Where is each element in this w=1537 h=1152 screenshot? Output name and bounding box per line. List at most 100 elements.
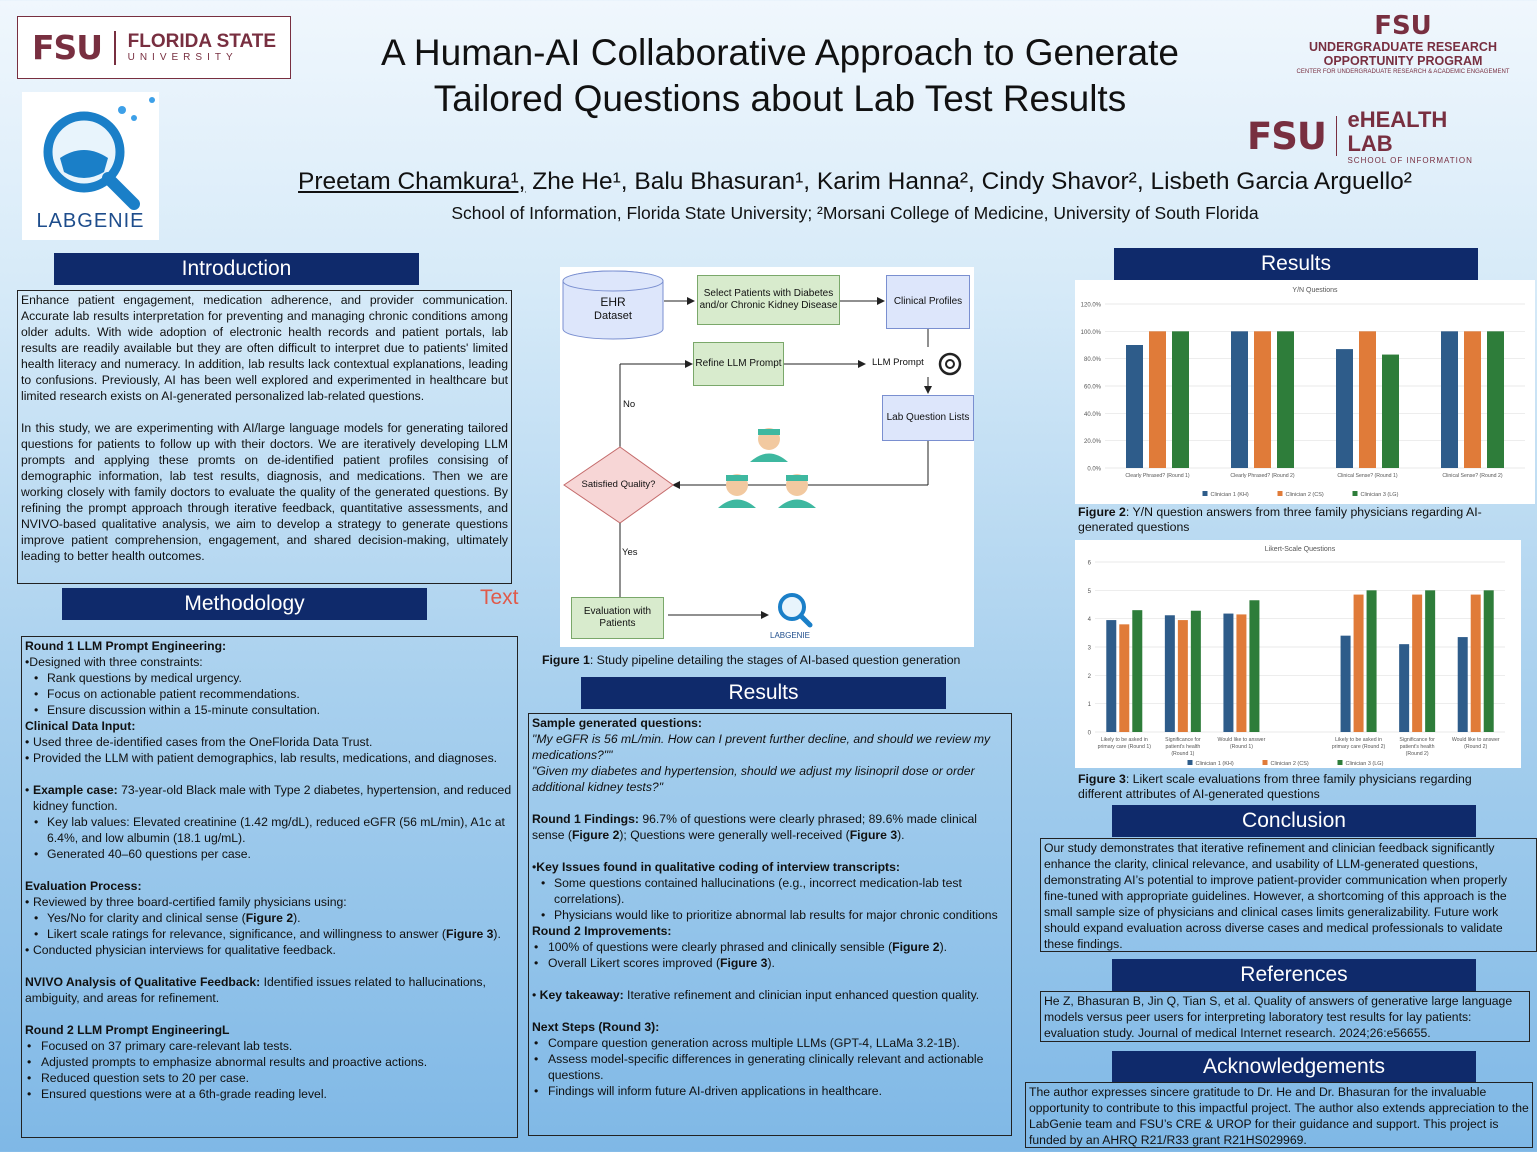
ehealth-sub: SCHOOL OF INFORMATION — [1347, 155, 1473, 165]
list-item: Provided the LLM with patient demographi… — [25, 750, 514, 766]
cdi-title: Clinical Data Input: — [25, 719, 136, 733]
list-item: Focused on 37 primary care-relevant lab … — [25, 1038, 514, 1054]
list-item: Example case: 73-year-old Black male wit… — [25, 782, 514, 814]
eval-title: Evaluation Process: — [25, 879, 142, 893]
figure2-caption: Figure 2: Y/N question answers from thre… — [1078, 505, 1518, 535]
text: ). — [897, 828, 905, 842]
physician-icons — [718, 428, 816, 508]
x-tick-label: (Round 1) — [1171, 751, 1194, 757]
bar — [1126, 345, 1143, 468]
y-tick-label: 60.0% — [1084, 385, 1102, 391]
figure3-caption: Figure 3: Likert scale evaluations from … — [1078, 772, 1518, 802]
bar — [1425, 590, 1436, 732]
list-item: Rank questions by medical urgency. — [25, 670, 514, 686]
legend-label: Clinician 1 (KH) — [1196, 761, 1234, 767]
legend-label: Clinician 2 (CS) — [1271, 761, 1309, 767]
nvivo-title: NVIVO Analysis of Qualitative Feedback: — [25, 975, 261, 989]
fsu-sub: UNIVERSITY — [127, 51, 238, 63]
labgenie-magnifier-icon — [43, 97, 155, 210]
methodology-box: Round 1 LLM Prompt Engineering: •Designe… — [21, 636, 518, 1138]
sample-question-2: "Given my diabetes and hypertension, sho… — [532, 764, 975, 794]
r1-list: Rank questions by medical urgency. Focus… — [25, 670, 514, 718]
y-tick-label: 6 — [1088, 561, 1092, 567]
example-list: Example case: 73-year-old Black male wit… — [25, 782, 514, 814]
chart-yn-svg: Y/N Questions0.0%20.0%40.0%60.0%80.0%100… — [1081, 287, 1525, 498]
urop-logo: FSU UNDERGRADUATE RESEARCH OPPORTUNITY P… — [1272, 12, 1534, 77]
next-steps-title: Next Steps (Round 3): — [532, 1020, 660, 1034]
bar — [1336, 349, 1353, 468]
r2i-list: 100% of questions were clearly phrased a… — [532, 939, 1008, 971]
refine-prompt-node: Refine LLM Prompt — [693, 342, 784, 386]
openai-icon — [938, 352, 962, 376]
list-item: Yes/No for clarity and clinical sense (F… — [25, 910, 514, 926]
legend-swatch — [1187, 760, 1193, 765]
text: 96.7% of questions were clearly phrased;… — [532, 812, 978, 842]
legend-swatch — [1262, 760, 1268, 765]
figure3-label: Figure 3 — [1078, 772, 1126, 786]
r1-title: Round 1 LLM Prompt Engineering: — [25, 639, 227, 653]
y-tick-label: 120.0% — [1081, 303, 1102, 309]
text: Overall Likert scores improved ( — [548, 956, 721, 970]
list-item: Compare question generation across multi… — [532, 1035, 1008, 1051]
authors: Preetam Chamkura¹, Zhe He¹, Balu Bhasura… — [160, 168, 1537, 196]
list-item: Used three de-identified cases from the … — [25, 734, 514, 750]
bar — [1177, 620, 1188, 732]
list-item: Assess model-specific differences in gen… — [532, 1051, 1008, 1083]
evaluation-node: Evaluation with Patients — [571, 597, 664, 639]
y-tick-label: 4 — [1088, 617, 1092, 623]
fsu-name: FLORIDA STATE — [127, 30, 277, 52]
example-sub-list: Key lab values: Elevated creatinine (1.4… — [25, 814, 514, 862]
stray-text: Text — [480, 586, 519, 609]
figure3-text: : Likert scale evaluations from three fa… — [1078, 772, 1472, 801]
ehealth-name: eHEALTH LAB — [1347, 106, 1448, 156]
authors-rest: Zhe He¹, Balu Bhasuran¹, Karim Hanna², C… — [525, 168, 1412, 195]
text: Likert scale ratings for relevance, sign… — [47, 927, 446, 941]
bar — [1340, 635, 1351, 732]
bar — [1223, 613, 1234, 732]
y-tick-label: 1 — [1088, 702, 1092, 708]
fig-ref: Figure 3 — [446, 927, 494, 941]
fsu-logo-box: FSU FLORIDA STATE UNIVERSITY — [17, 16, 291, 79]
eval-list: Reviewed by three board-certified family… — [25, 894, 514, 958]
list-item: Focus on actionable patient recommendati… — [25, 686, 514, 702]
bar — [1464, 331, 1481, 468]
key-takeaway: • Key takeaway: Iterative refinement and… — [532, 988, 980, 1002]
bar — [1470, 594, 1481, 732]
list-item: Findings will inform future AI-driven ap… — [532, 1083, 1008, 1099]
legend-swatch — [1337, 760, 1343, 765]
x-tick-label: (Round 2) — [1464, 744, 1487, 750]
y-tick-label: 2 — [1088, 674, 1092, 680]
fig-ref: Figure 2 — [892, 940, 940, 954]
results-heading-right: Results — [1114, 248, 1478, 280]
x-tick-label: Likely to be asked in — [1101, 737, 1148, 743]
bar — [1483, 590, 1494, 732]
sample-title: Sample generated questions: — [532, 716, 702, 730]
bar — [1457, 637, 1468, 732]
acknowledgements-heading: Acknowledgements — [1112, 1051, 1476, 1083]
bar — [1412, 594, 1423, 732]
bar — [1106, 620, 1117, 732]
x-tick-label: patient's health — [1400, 744, 1435, 750]
x-tick-label: Significance for — [1399, 737, 1435, 743]
figure1-label: Figure 1 — [542, 653, 590, 667]
text: Yes/No for clarity and clinical sense ( — [47, 911, 246, 925]
list-item: Key lab values: Elevated creatinine (1.4… — [25, 814, 514, 846]
list-item: Ensured questions were at a 6th-grade re… — [25, 1086, 514, 1102]
x-tick-label: primary care (Round 1) — [1098, 744, 1152, 750]
y-tick-label: 0 — [1088, 731, 1092, 737]
clinical-profiles-node: Clinical Profiles — [886, 275, 970, 329]
fig-ref: Figure 3 — [849, 828, 898, 842]
text: ). — [493, 927, 501, 941]
x-tick-label: Clearly Phrased? (Round 1) — [1125, 473, 1190, 479]
results-heading-middle: Results — [581, 677, 946, 709]
fig-ref: Figure 2 — [245, 911, 294, 925]
intro-paragraph-2: In this study, we are experimenting with… — [21, 421, 508, 563]
bar — [1249, 600, 1260, 732]
y-tick-label: 40.0% — [1084, 412, 1102, 418]
sample-question-1: "My eGFR is 56 mL/min. How can I prevent… — [532, 732, 991, 762]
list-item: Physicians would like to prioritize abno… — [532, 907, 1008, 923]
next-steps-list: Compare question generation across multi… — [532, 1035, 1008, 1099]
figure1-text: : Study pipeline detailing the stages of… — [589, 653, 961, 667]
references-heading: References — [1112, 959, 1476, 991]
